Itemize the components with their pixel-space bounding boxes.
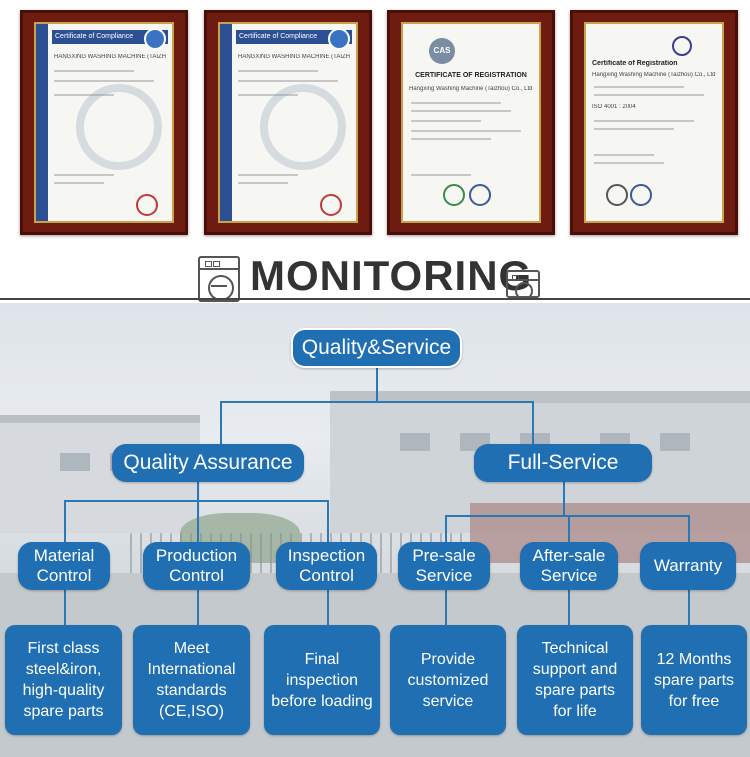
branch-quality-assurance: Quality Assurance bbox=[112, 444, 304, 482]
certification-logo-icon bbox=[672, 36, 692, 56]
root-node-quality-service: Quality&Service bbox=[291, 328, 462, 368]
category-label: Production Control bbox=[155, 546, 238, 585]
connector-line bbox=[64, 500, 328, 502]
connector-line bbox=[220, 401, 533, 403]
category-material-control: Material Control bbox=[18, 542, 110, 590]
certificate-standard: ISO 4001 : 2004 bbox=[592, 104, 636, 110]
certificate-frame-2: Certificate of Compliance HANGXING WASHI… bbox=[204, 10, 372, 235]
watermark-icon bbox=[76, 84, 162, 170]
page-title: MONITORING bbox=[250, 252, 533, 299]
stamp-icon bbox=[469, 184, 491, 206]
connector-line bbox=[220, 401, 222, 445]
certificate-holder: HANGXING WASHING MACHINE (TAIZHOU) CO.,L… bbox=[54, 54, 166, 60]
badge-icon bbox=[630, 184, 652, 206]
detail-card-material: First class steel&iron, high-quality spa… bbox=[5, 625, 122, 735]
connector-line bbox=[568, 515, 570, 542]
washing-machine-icon bbox=[506, 270, 540, 300]
detail-card-inspection: Final inspection before loading bbox=[264, 625, 380, 735]
detail-card-production: Meet International standards (CE,ISO) bbox=[133, 625, 250, 735]
certificate-frame-1: Certificate of Compliance HANGXING WASHI… bbox=[20, 10, 188, 235]
stamp-icon bbox=[443, 184, 465, 206]
certificate-frame-3: CAS CERTIFICATE OF REGISTRATION Hangxing… bbox=[387, 10, 555, 235]
category-after-sale-service: After-sale Service bbox=[520, 542, 618, 590]
connector-line bbox=[688, 590, 690, 625]
certificate-side-band bbox=[36, 24, 48, 221]
detail-card-warranty: 12 Months spare parts for free bbox=[641, 625, 747, 735]
connector-line bbox=[688, 515, 690, 542]
category-pre-sale-service: Pre-sale Service bbox=[398, 542, 490, 590]
cas-logo-icon: CAS bbox=[429, 38, 455, 64]
washing-machine-icon bbox=[198, 256, 240, 302]
category-warranty: Warranty bbox=[640, 542, 736, 590]
category-label: Warranty bbox=[653, 556, 723, 575]
watermark-icon bbox=[260, 84, 346, 170]
detail-card-after-sale: Technical support and spare parts for li… bbox=[517, 625, 633, 735]
header-divider bbox=[0, 298, 750, 300]
badge-icon bbox=[606, 184, 628, 206]
certificate-holder: Hangxing Washing Machine (Taizhou) Co., … bbox=[592, 72, 716, 78]
certificate-seal-icon bbox=[328, 28, 350, 50]
connector-line bbox=[445, 515, 447, 542]
branch-label: Quality Assurance bbox=[123, 451, 293, 474]
connector-line bbox=[563, 480, 565, 516]
certificate-side-band bbox=[220, 24, 232, 221]
connector-line bbox=[197, 500, 199, 542]
category-inspection-control: Inspection Control bbox=[276, 542, 377, 590]
connector-line bbox=[445, 515, 689, 517]
certificate-title: CERTIFICATE OF REGISTRATION bbox=[415, 72, 527, 79]
certificate-frame-4: Certificate of Registration Hangxing Was… bbox=[570, 10, 738, 235]
category-production-control: Production Control bbox=[143, 542, 250, 590]
detail-card-pre-sale: Provide customized service bbox=[390, 625, 506, 735]
category-label: After-sale Service bbox=[532, 546, 606, 585]
certificate-holder: Hangxing Washing Machine (Taizhou) Co., … bbox=[409, 86, 533, 92]
stamp-icon bbox=[320, 194, 342, 216]
branch-full-service: Full-Service bbox=[474, 444, 652, 482]
connector-line bbox=[64, 590, 66, 625]
connector-line bbox=[327, 500, 329, 542]
connector-line bbox=[64, 500, 66, 542]
category-label: Pre-sale Service bbox=[412, 546, 476, 585]
connector-line bbox=[568, 590, 570, 625]
stamp-icon bbox=[136, 194, 158, 216]
certificate-title: Certificate of Compliance bbox=[52, 30, 168, 44]
certificate-title: Certificate of Registration bbox=[592, 60, 678, 67]
root-node-label: Quality&Service bbox=[301, 336, 452, 359]
connector-line bbox=[197, 590, 199, 625]
certificate-seal-icon bbox=[144, 28, 166, 50]
category-label: Inspection Control bbox=[287, 546, 366, 585]
category-label: Material Control bbox=[33, 546, 95, 585]
connector-line bbox=[445, 590, 447, 625]
connector-line bbox=[197, 480, 199, 500]
connector-line bbox=[327, 590, 329, 625]
connector-line bbox=[532, 401, 534, 445]
branch-label: Full-Service bbox=[507, 451, 619, 474]
certificate-holder: HANGXING WASHING MACHINE (TAIZHOU) CO.,L… bbox=[238, 54, 350, 60]
certificate-title: Certificate of Compliance bbox=[236, 30, 352, 44]
connector-line bbox=[376, 368, 378, 402]
